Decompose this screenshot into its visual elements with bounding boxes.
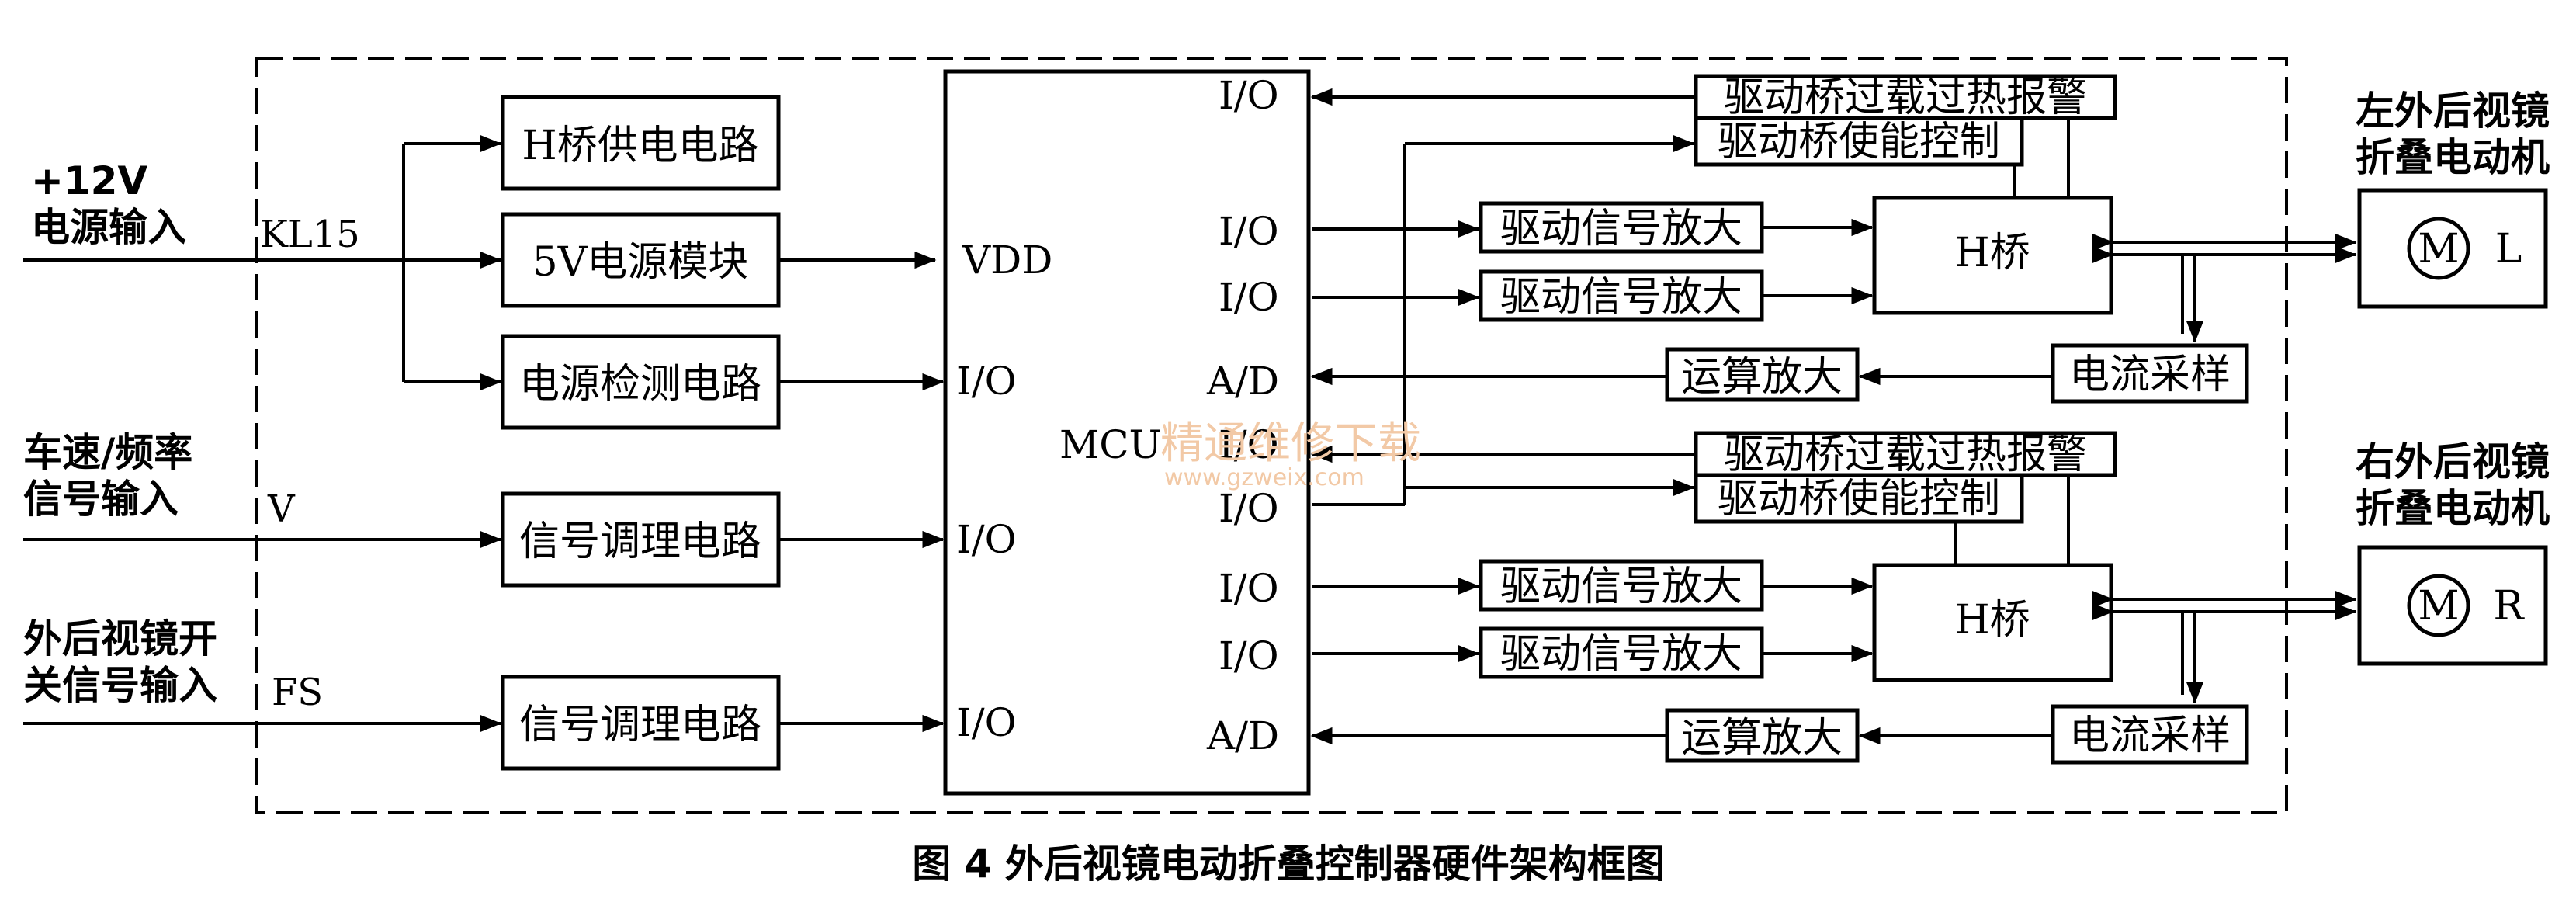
signal-cond-label-2: 信号调理电路 — [519, 702, 761, 748]
drive-amp-label-4: 驱动信号放大 — [1500, 631, 1742, 678]
op-amp-label-lower: 运算放大 — [1681, 715, 1843, 762]
drive-amp-label-3: 驱动信号放大 — [1500, 564, 1742, 610]
overload-alarm-label-lower: 驱动桥过载过热报警 — [1724, 432, 2087, 478]
watermark-text: 精通维修下载 — [1160, 418, 1421, 469]
power-input-label: 电源输入 — [31, 205, 186, 250]
left-motor-title: 折叠电动机 — [2356, 135, 2550, 180]
op-amp-block-upper — [1665, 347, 1860, 402]
h-bridge-block-lower — [1872, 563, 2113, 682]
power-5v-block — [501, 212, 781, 308]
h-bridge-label-upper: H桥 — [1954, 230, 2030, 276]
mcu-block — [943, 69, 1311, 796]
left-motor-tag: L — [2495, 226, 2522, 272]
bridge-enable-block-lower — [1694, 473, 2024, 524]
bridge-enable-label-upper: 驱动桥使能控制 — [1718, 119, 2000, 165]
op-amp-block-lower — [1665, 708, 1860, 763]
left-motor-icon — [2407, 217, 2470, 280]
op-amp-label-upper: 运算放大 — [1681, 354, 1843, 401]
current-sample-block-lower — [2051, 704, 2249, 765]
overload-alarm-label-upper: 驱动桥过载过热报警 — [1724, 75, 2087, 121]
mcu-io-pin-left: I/O — [956, 700, 1017, 745]
mcu-vdd-pin: VDD — [962, 238, 1052, 283]
drive-amp-block-1 — [1479, 201, 1764, 254]
mcu-io-pin-right: I/O — [1219, 73, 1279, 118]
mcu-io-pin-right: I/O — [1219, 422, 1279, 467]
power-detect-label: 电源检测电路 — [519, 361, 761, 408]
mcu-io-pin-right: I/O — [1219, 209, 1279, 254]
right-motor-title: 折叠电动机 — [2356, 486, 2550, 531]
mcu-io-pin-left: I/O — [956, 359, 1017, 404]
fs-label: FS — [272, 671, 323, 714]
mcu-ad-pin: A/D — [1206, 359, 1279, 404]
bridge-enable-block-upper — [1694, 116, 2024, 167]
power-detect-block — [501, 334, 781, 430]
drive-amp-block-3 — [1479, 559, 1764, 612]
figure-caption: 图 4 外后视镜电动折叠控制器硬件架构框图 — [912, 841, 1665, 886]
h-bridge-label-lower: H桥 — [1954, 597, 2030, 644]
mcu-label: MCU — [1059, 422, 1162, 467]
bridge-enable-label-lower: 驱动桥使能控制 — [1718, 476, 2000, 522]
kl15-label: KL15 — [260, 213, 360, 256]
signal-cond-label-1: 信号调理电路 — [519, 519, 761, 565]
current-sample-label-lower: 电流采样 — [2069, 713, 2231, 759]
signal-cond-block-2 — [501, 675, 781, 771]
left-motor-m: M — [2418, 226, 2459, 272]
speed-input-label: 车速/频率 — [23, 430, 192, 475]
power-input-label: +12V — [31, 158, 147, 203]
right-motor-icon — [2407, 574, 2470, 637]
switch-input-label: 外后视镜开 — [23, 616, 217, 661]
drive-amp-label-2: 驱动信号放大 — [1500, 274, 1742, 321]
current-sample-block-upper — [2051, 343, 2249, 404]
speed-input-label: 信号输入 — [23, 477, 179, 522]
mcu-io-pin-right: I/O — [1219, 566, 1279, 611]
mcu-io-pin-right: I/O — [1219, 633, 1279, 678]
mcu-io-pin-right: I/O — [1219, 486, 1279, 531]
watermark-url: www.gzweix.com — [1164, 464, 1364, 491]
h-bridge-supply-block — [501, 95, 781, 191]
mcu-io-pin-left: I/O — [956, 517, 1017, 562]
h-bridge-supply-label: H桥供电电路 — [522, 123, 758, 169]
mcu-ad-pin: A/D — [1206, 713, 1279, 758]
v-label: V — [267, 487, 296, 531]
mcu-io-pin-right: I/O — [1219, 275, 1279, 320]
right-motor-tag: R — [2493, 583, 2525, 630]
switch-input-label: 关信号输入 — [23, 663, 217, 708]
drive-amp-label-1: 驱动信号放大 — [1500, 206, 1742, 252]
current-sample-label-upper: 电流采样 — [2069, 352, 2231, 398]
right-motor-title: 右外后视镜 — [2356, 439, 2550, 484]
controller-boundary — [255, 57, 2288, 814]
power-5v-label: 5V电源模块 — [532, 239, 749, 286]
right-motor-m: M — [2418, 583, 2459, 630]
h-bridge-block-upper — [1872, 196, 2113, 315]
left-motor-title: 左外后视镜 — [2356, 88, 2550, 134]
